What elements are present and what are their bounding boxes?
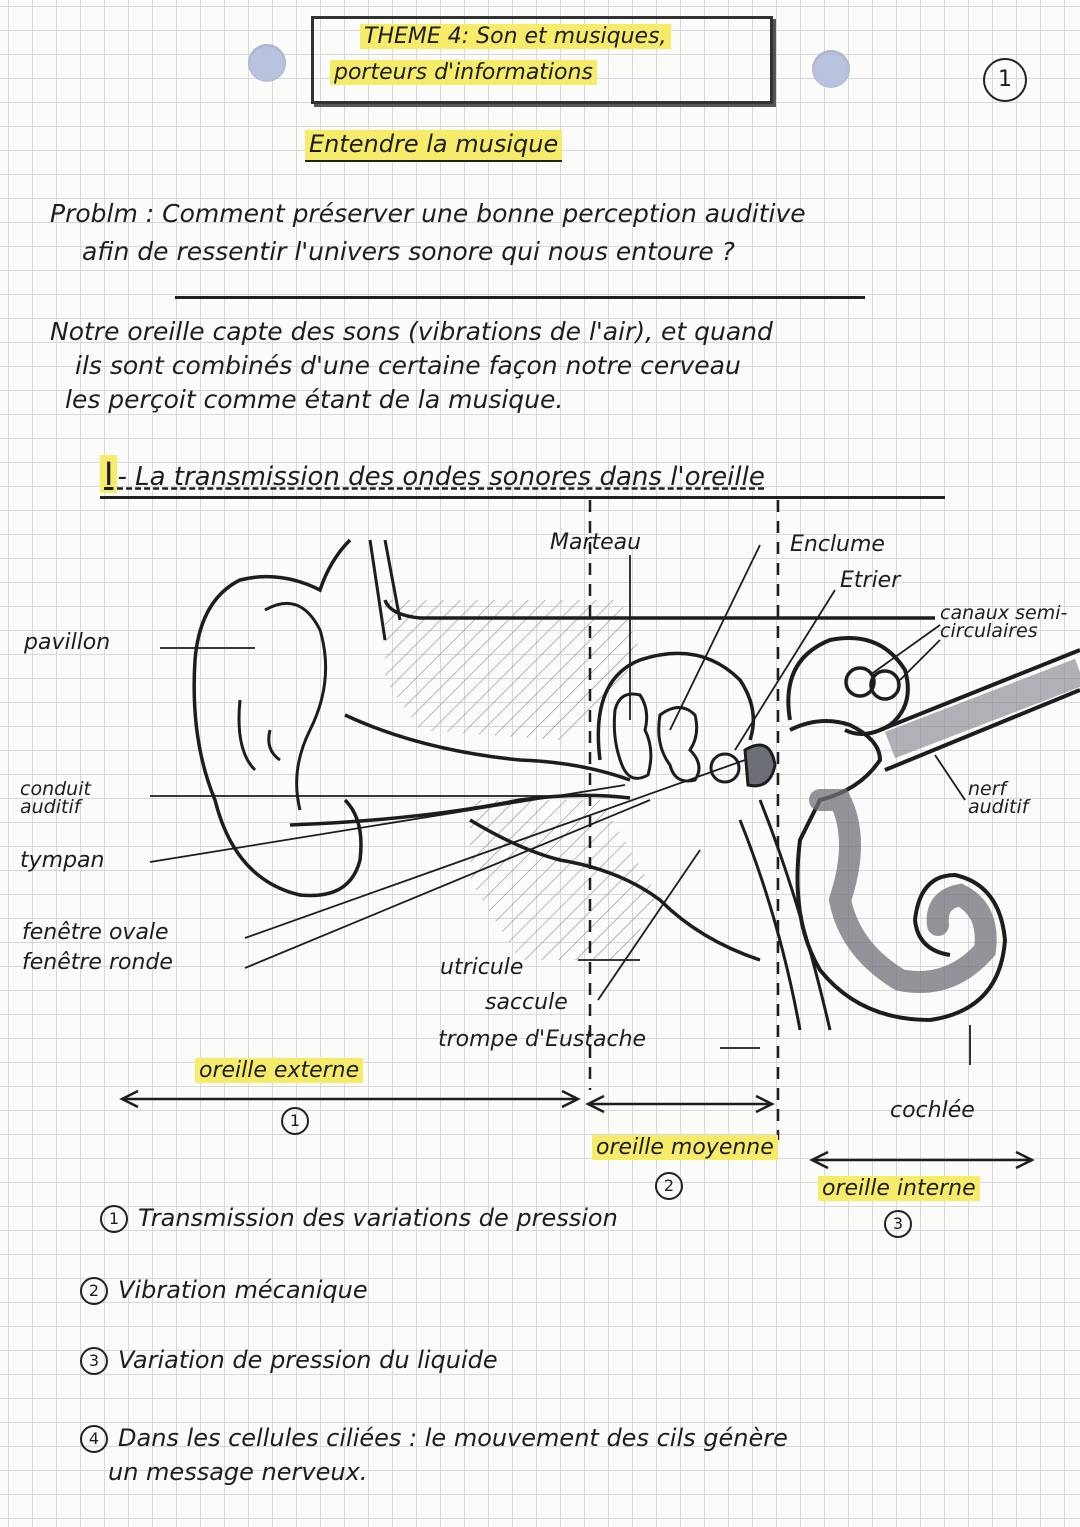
- helix-fold: [265, 603, 326, 810]
- ear-diagram: [0, 500, 1080, 1200]
- oval-window: [745, 745, 775, 786]
- label-tympan: tympan: [20, 848, 104, 873]
- zone-number-1: 1: [281, 1107, 309, 1135]
- label-conduit-auditif: conduit auditif: [20, 780, 140, 816]
- subtitle: Entendre la musique: [305, 130, 562, 162]
- label-nerf-auditif: nerf auditif: [968, 780, 1058, 816]
- legend-item-4-continued: un message nerveux.: [108, 1458, 367, 1486]
- title-line-2: porteurs d'informations: [330, 60, 597, 85]
- section-underline: [100, 496, 945, 499]
- temporal-bone-hatch: [385, 600, 640, 740]
- legend-text: Vibration mécanique: [118, 1276, 368, 1304]
- legend-number: 2: [80, 1277, 108, 1305]
- label-etrier: Etrier: [840, 568, 900, 593]
- label-marteau: Marteau: [550, 530, 641, 555]
- intro-line-2: ils sont combinés d'une certaine façon n…: [75, 350, 741, 381]
- intro-line-3: les perçoit comme étant de la musique.: [65, 384, 563, 415]
- label-canaux-semi-circulaires: canaux semi-circulaires: [940, 604, 1070, 640]
- zone-number-2: 2: [655, 1172, 683, 1200]
- legend-number: 3: [80, 1347, 108, 1375]
- label-utricule: utricule: [440, 955, 523, 980]
- section-title: - La transmission des ondes sonores dans…: [117, 462, 764, 492]
- legend-text: Variation de pression du liquide: [118, 1346, 498, 1374]
- legend-item-2: 2 Vibration mécanique: [80, 1276, 368, 1305]
- label-fenetre-ovale: fenêtre ovale: [22, 920, 169, 945]
- section-heading: I- La transmission des ondes sonores dan…: [100, 455, 765, 493]
- legend-number: 1: [100, 1205, 128, 1233]
- intro-line-1: Notre oreille capte des sons (vibrations…: [50, 316, 773, 347]
- legend-text: Dans les cellules ciliées : le mouvement…: [118, 1424, 788, 1452]
- legend-text: Transmission des variations de pression: [138, 1204, 618, 1232]
- eustachian-tube: [740, 800, 830, 1030]
- zone-number-3: 3: [884, 1210, 912, 1238]
- divider: [175, 296, 865, 299]
- punch-hole-right: [812, 50, 850, 88]
- skull-line-1: [370, 540, 385, 640]
- label-saccule: saccule: [485, 990, 568, 1015]
- label-fenetre-ronde: fenêtre ronde: [22, 950, 173, 975]
- enclume-bone: [659, 708, 699, 782]
- legend-item-3: 3 Variation de pression du liquide: [80, 1346, 498, 1375]
- problem-line-1: Problm : Comment préserver une bonne per…: [50, 198, 806, 229]
- section-number: I: [100, 455, 117, 493]
- label-cochlee: cochlée: [890, 1098, 975, 1123]
- marteau-bone: [614, 694, 651, 778]
- problem-line-2: afin de ressentir l'univers sonore qui n…: [82, 236, 735, 267]
- antihelix: [239, 700, 255, 770]
- title-line-1: THEME 4: Son et musiques,: [360, 24, 671, 49]
- label-pavillon: pavillon: [24, 630, 110, 655]
- zone-oreille-externe: oreille externe: [195, 1058, 363, 1083]
- cochlea-fill: [820, 800, 986, 982]
- zone-oreille-moyenne: oreille moyenne: [592, 1135, 778, 1160]
- zone-oreille-interne: oreille interne: [818, 1176, 980, 1201]
- legend-item-4: 4 Dans les cellules ciliées : le mouvemen…: [80, 1424, 788, 1453]
- label-trompe-eustache: trompe d'Eustache: [438, 1027, 646, 1052]
- legend-number: 4: [80, 1425, 108, 1453]
- punch-hole-left: [248, 44, 286, 82]
- legend-item-1: 1 Transmission des variations de pression: [100, 1204, 618, 1233]
- concha: [269, 730, 280, 760]
- page-number: 1: [983, 58, 1027, 102]
- auditory-nerve-fill: [890, 672, 1080, 745]
- label-enclume: Enclume: [790, 532, 885, 557]
